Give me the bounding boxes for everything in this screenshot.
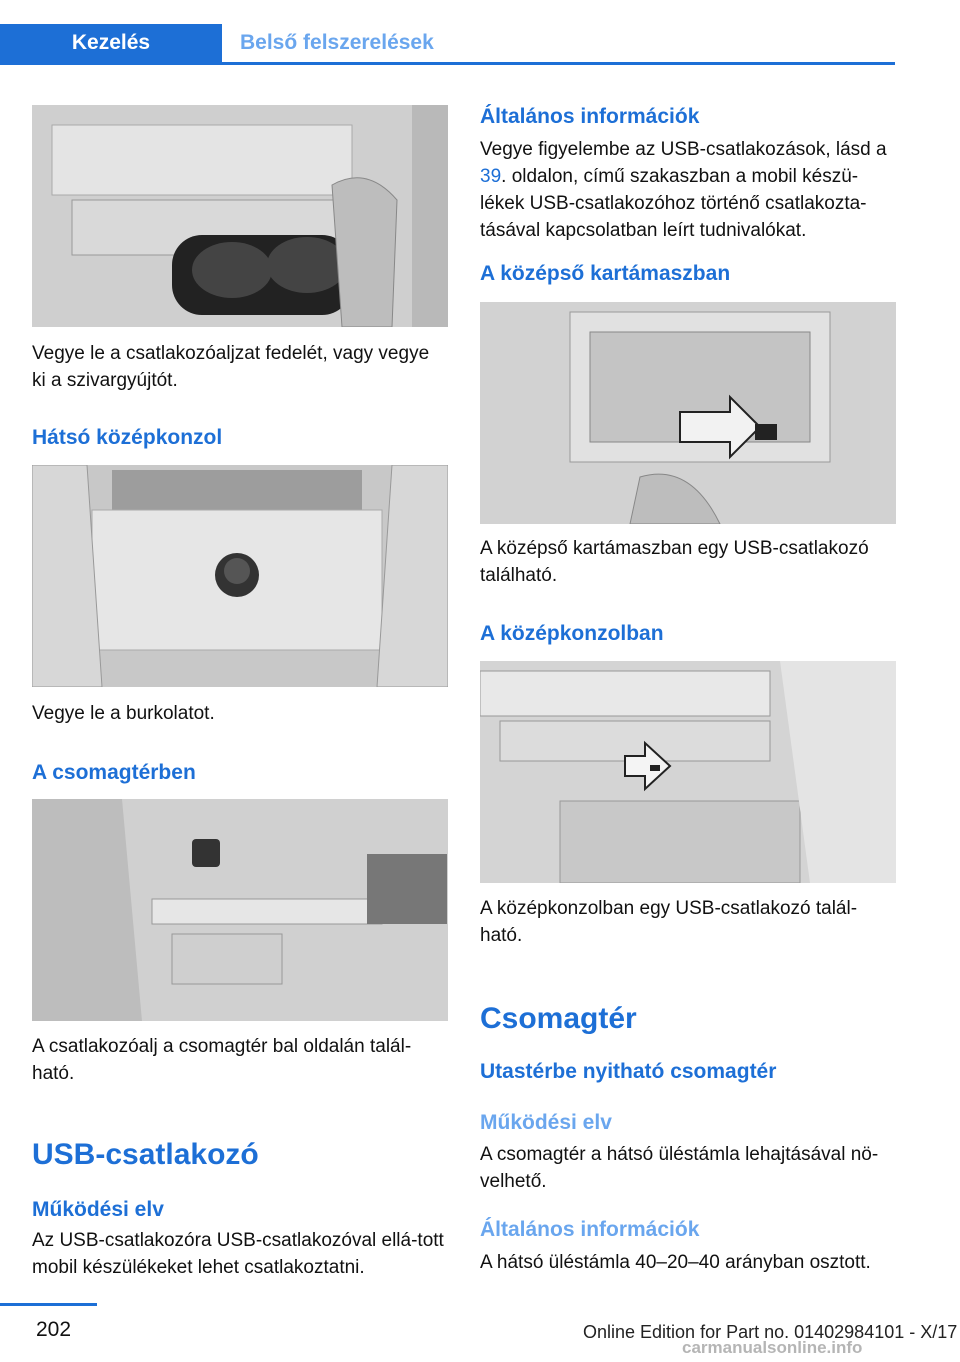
- heading-trunk: Csomagtér: [480, 1002, 637, 1035]
- heading-pass-through-trunk: Utastérbe nyitható csomagtér: [480, 1060, 777, 1083]
- paragraph-trunk-principle: A csomagtér a hátsó üléstámla lehajtásáv…: [480, 1144, 879, 1192]
- heading-center-armrest: A középső kartámaszban: [480, 262, 731, 285]
- tab-belso-felszerelesek[interactable]: Belső felszerelések: [240, 31, 434, 54]
- paragraph-remove-cover: Vegye le a csatlakozóaljzat fedelét, vag…: [32, 343, 430, 391]
- paragraph-text: . oldalon, című szakaszban a mobil készü…: [480, 166, 867, 241]
- page-number: 202: [36, 1318, 72, 1341]
- tab-kezeles[interactable]: Kezelés: [0, 24, 222, 62]
- heading-usb-connector: USB-csatlakozó: [32, 1138, 259, 1171]
- console-usb-photo: [480, 661, 896, 883]
- heading-center-console: A középkonzolban: [480, 622, 664, 645]
- paragraph-text: Vegye figyelembe az USB-csatlakozások, l…: [480, 139, 887, 160]
- cigarette-lighter-photo: [32, 105, 448, 327]
- paragraph-armrest-usb: A középső kartámaszban egy USB-csatlakoz…: [480, 538, 869, 586]
- paragraph-usb-principle: Az USB-csatlakozóra USB-csatlakozóval el…: [32, 1230, 444, 1278]
- paragraph-remove-trim: Vegye le a burkolatot.: [32, 703, 215, 724]
- page-link-39[interactable]: 39: [480, 166, 502, 187]
- rear-console-photo: [32, 465, 448, 687]
- footer-rule: [0, 1303, 97, 1306]
- paragraph-console-usb: A középkonzolban egy USB-csatlakozó talá…: [480, 898, 858, 946]
- paragraph-trunk-socket: A csatlakozóalj a csomagtér bal oldalán …: [32, 1036, 412, 1084]
- heading-general-info-2: Általános információk: [480, 1218, 700, 1241]
- paragraph-general-info: Vegye figyelembe az USB-csatlakozások, l…: [480, 136, 896, 244]
- chapter-header: Kezelés Belső felszerelések: [0, 24, 895, 65]
- armrest-usb-photo: [480, 302, 896, 524]
- paragraph-seatback-split: A hátsó üléstámla 40–20–40 arányban oszt…: [480, 1252, 871, 1273]
- heading-operating-principle: Működési elv: [32, 1198, 164, 1221]
- heading-in-trunk: A csomagtérben: [32, 761, 196, 784]
- edition-note: Online Edition for Part no. 01402984101 …: [583, 1322, 958, 1342]
- trunk-socket-photo: [32, 799, 448, 1021]
- heading-operating-principle-2: Működési elv: [480, 1111, 612, 1134]
- heading-general-info: Általános információk: [480, 105, 700, 128]
- heading-rear-console: Hátsó középkonzol: [32, 426, 223, 449]
- watermark: carmanualsonline.info: [682, 1338, 863, 1357]
